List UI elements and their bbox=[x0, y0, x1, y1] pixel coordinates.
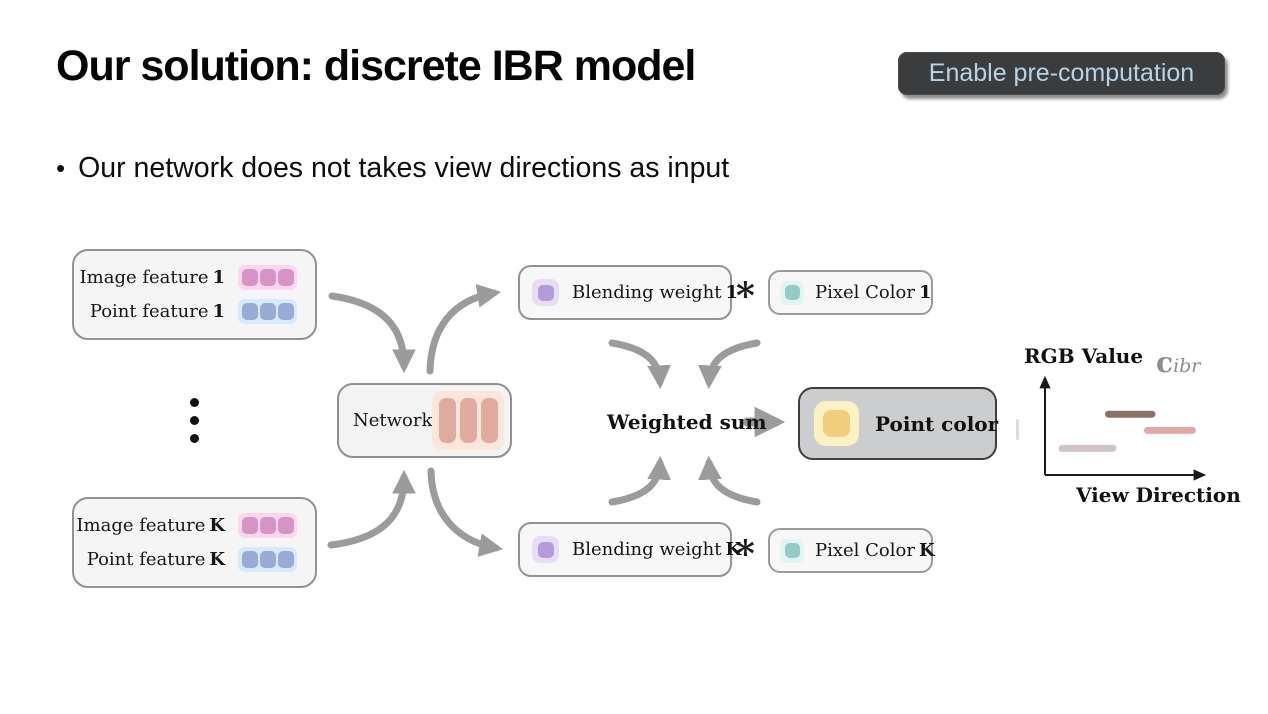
multiply-symbol: * bbox=[736, 533, 755, 575]
enable-pre-computation-button[interactable]: Enable pre-computation bbox=[898, 52, 1225, 95]
arrow-featurebottom-to-network bbox=[327, 469, 416, 549]
point-color-label: Point color bbox=[875, 411, 999, 436]
image-feature-chips-icon bbox=[238, 265, 297, 290]
cibr-symbol: c bbox=[1156, 346, 1174, 379]
chart-xlabel: View Direction bbox=[1076, 483, 1241, 507]
arrow-blendingbottom-to-sum bbox=[608, 455, 671, 506]
arrow-network-to-blendingtop bbox=[426, 284, 502, 375]
bullet-marker: • bbox=[56, 153, 66, 183]
chart-ylabel: RGB Value bbox=[1024, 344, 1144, 368]
blending-weight-icon bbox=[532, 536, 559, 563]
arrow-pixeltop-to-sum bbox=[698, 339, 761, 390]
pixel-color-icon bbox=[780, 280, 804, 305]
point-color-box: Point color bbox=[798, 387, 999, 460]
point-feature-chips-icon bbox=[238, 547, 297, 572]
arrow-blendingtop-to-sum bbox=[608, 339, 671, 390]
network-bars-icon bbox=[432, 391, 505, 450]
ellipsis-dot bbox=[190, 416, 199, 425]
point-color-icon bbox=[814, 401, 859, 446]
pixel-color-icon bbox=[780, 538, 804, 563]
weighted-sum-label: Weighted sum bbox=[607, 410, 767, 434]
page-title: Our solution: discrete IBR model bbox=[56, 42, 696, 90]
arrow-network-to-blendingbottom bbox=[427, 467, 504, 557]
point-feature-chips-icon bbox=[238, 299, 297, 324]
multiply-symbol: * bbox=[736, 275, 755, 317]
network-label: Network bbox=[353, 410, 433, 431]
ellipsis-dot bbox=[190, 398, 199, 407]
chart-step-segments bbox=[1058, 410, 1196, 452]
arrow-pixelbottom-to-sum bbox=[698, 455, 761, 506]
bullet-item: • Our network does not takes view direct… bbox=[56, 152, 729, 185]
cibr-subscript: ibr bbox=[1173, 355, 1201, 377]
chart-axes bbox=[1039, 375, 1207, 481]
divider-dash bbox=[1016, 419, 1019, 440]
image-feature-chips-icon bbox=[238, 513, 297, 538]
vertical-ellipsis-icon bbox=[190, 398, 199, 443]
ellipsis-dot bbox=[190, 434, 199, 443]
network-box: Network bbox=[337, 383, 512, 458]
cibr-annotation: cibr bbox=[1156, 346, 1200, 379]
blending-weight-icon bbox=[532, 279, 559, 306]
arrow-featuretop-to-network bbox=[328, 292, 416, 374]
bullet-text: Our network does not takes view directio… bbox=[78, 152, 730, 184]
